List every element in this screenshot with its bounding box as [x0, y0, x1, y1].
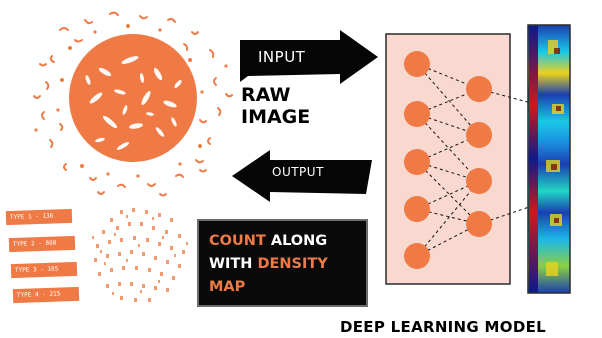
input-node-5	[404, 243, 430, 269]
raw-image-blob	[33, 11, 233, 197]
type-tag-3: TYPE 3 - 105	[10, 261, 78, 279]
output-description-box: COUNT ALONG WITH DENSITY MAP	[197, 219, 368, 307]
density-word: DENSITY	[257, 256, 328, 272]
map-word: MAP	[209, 279, 246, 295]
model-title: DEEP LEARNING MODEL	[340, 318, 546, 336]
type-tag-4: TYPE 4 - 215	[12, 286, 80, 304]
hidden-node-3	[466, 168, 492, 194]
input-node-4	[404, 196, 430, 222]
output-arrow	[232, 150, 372, 202]
hidden-node-1	[466, 76, 492, 102]
density-map-strip	[527, 24, 571, 294]
raw-image-line-2: IMAGE	[241, 106, 311, 128]
input-node-1	[404, 51, 430, 77]
output-label: OUTPUT	[272, 165, 324, 179]
output-line-2: WITH DENSITY	[209, 253, 356, 276]
density-dots	[92, 208, 188, 302]
count-word: COUNT	[209, 233, 266, 249]
input-node-2	[404, 101, 430, 127]
hidden-node-2	[466, 122, 492, 148]
output-line-3: MAP	[209, 276, 356, 299]
hidden-node-4	[466, 211, 492, 237]
network-nodes	[404, 51, 492, 269]
along-word: ALONG	[270, 233, 328, 249]
type-tag-1: TYPE 1 - 136	[5, 208, 73, 226]
raw-image-label: RAW IMAGE	[241, 84, 310, 128]
raw-image-line-1: RAW	[241, 84, 291, 106]
input-arrow	[240, 30, 378, 84]
type-tag-2: TYPE 2 - 808	[8, 235, 76, 253]
with-word: WITH	[209, 256, 253, 272]
input-node-3	[404, 149, 430, 175]
output-line-1: COUNT ALONG	[209, 230, 356, 253]
input-label: INPUT	[258, 48, 306, 66]
